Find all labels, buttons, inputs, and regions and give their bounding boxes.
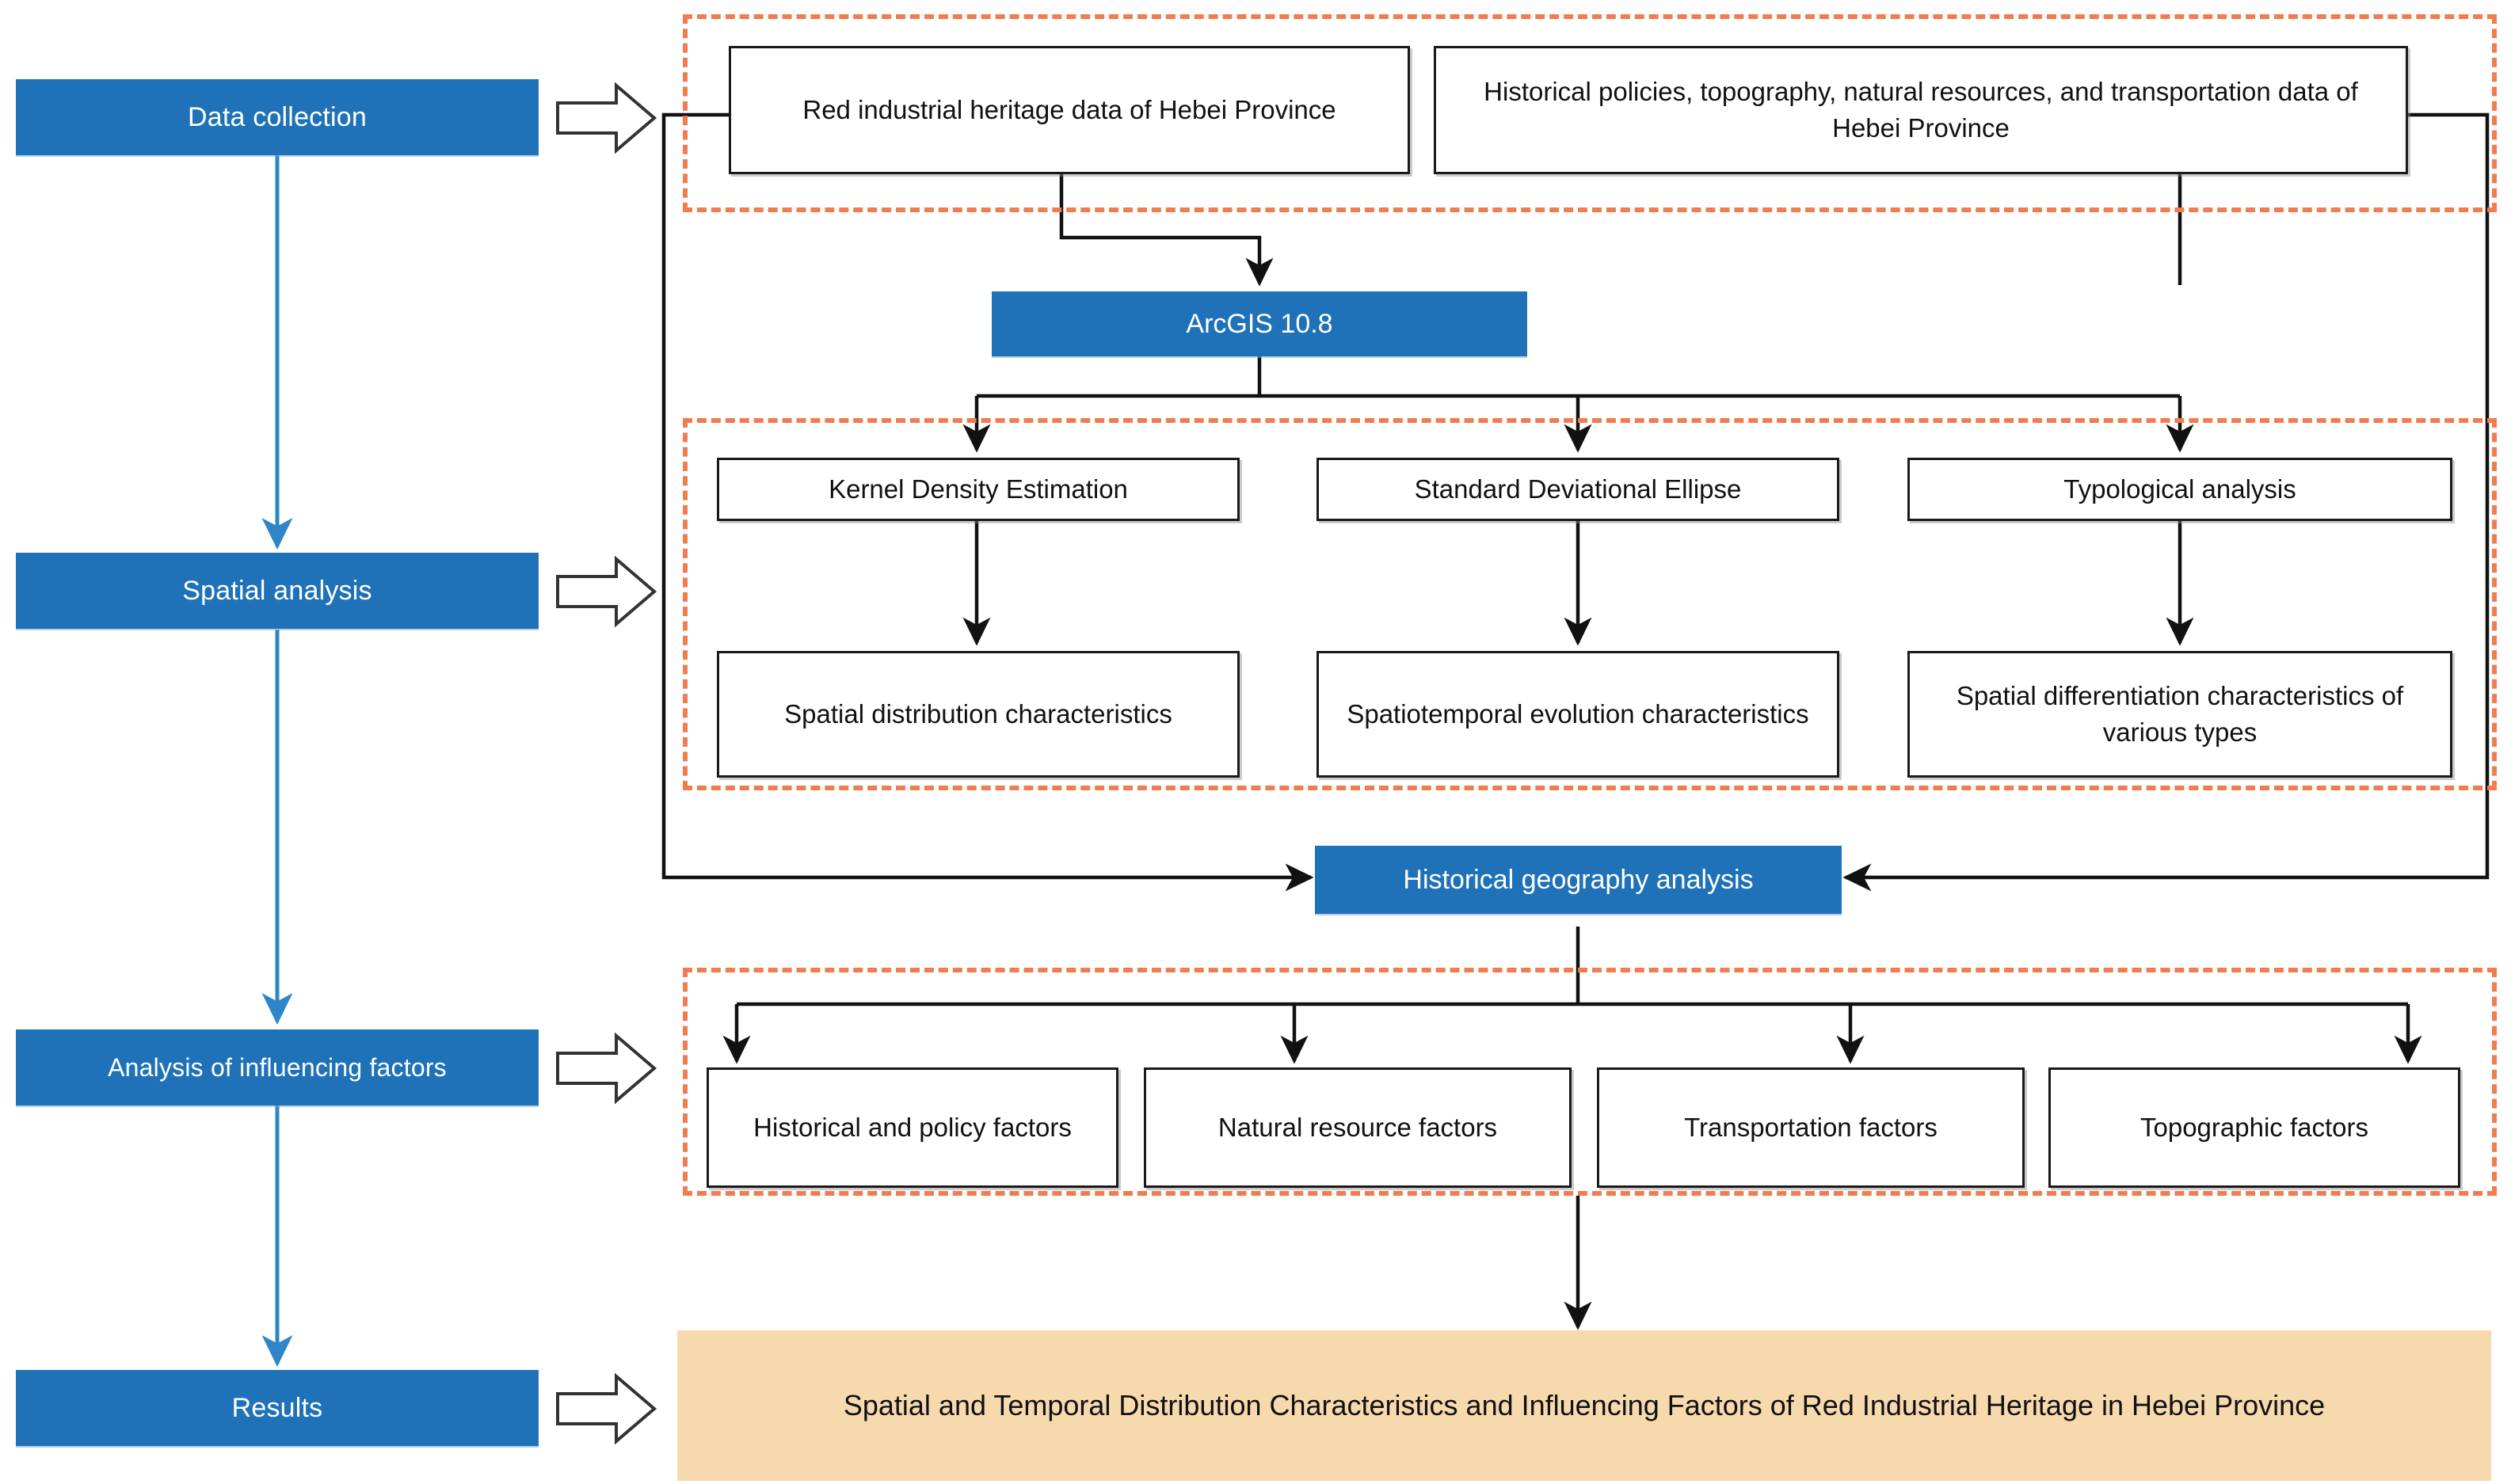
node-historical-geography-analysis[interactable]: Historical geography analysis [1315, 846, 1842, 914]
stage-label-results: Results [231, 1392, 323, 1423]
node-topographic-factors[interactable]: Topographic factors [2048, 1067, 2460, 1188]
stage-label-spatial-analysis: Spatial analysis [182, 575, 372, 606]
node-kernel-density-estimation[interactable]: Kernel Density Estimation [717, 458, 1240, 521]
node-transportation-factors[interactable]: Transportation factors [1597, 1067, 2025, 1188]
node-label-topographic-factors: Topographic factors [2140, 1113, 2368, 1143]
node-label-typological-analysis: Typological analysis [2063, 474, 2296, 504]
node-spatial-differentiation[interactable]: Spatial differentiation characteristics … [1907, 651, 2452, 778]
result-banner[interactable]: Spatial and Temporal Distribution Charac… [677, 1330, 2491, 1481]
node-label-red-heritage-data: Red industrial heritage data of Hebei Pr… [802, 95, 1336, 125]
block-arrow-spatial-analysis [554, 554, 657, 629]
stage-bar-spatial-analysis[interactable]: Spatial analysis [16, 553, 539, 629]
node-label-standard-deviational-ellipse: Standard Deviational Ellipse [1414, 474, 1742, 504]
node-context-data[interactable]: Historical policies, topography, natural… [1434, 46, 2408, 174]
node-label-transportation-factors: Transportation factors [1684, 1113, 1938, 1143]
node-historical-policy-factors[interactable]: Historical and policy factors [707, 1067, 1118, 1188]
node-label-kernel-density-estimation: Kernel Density Estimation [829, 474, 1128, 504]
node-spatiotemporal-evolution[interactable]: Spatiotemporal evolution characteristics [1316, 651, 1839, 778]
stage-bar-data-collection[interactable]: Data collection [16, 79, 539, 155]
node-label-historical-policy-factors: Historical and policy factors [753, 1113, 1072, 1143]
node-standard-deviational-ellipse[interactable]: Standard Deviational Ellipse [1316, 458, 1839, 521]
stage-label-data-collection: Data collection [187, 101, 367, 132]
block-arrow-influencing-factors [554, 1031, 657, 1105]
result-banner-label: Spatial and Temporal Distribution Charac… [843, 1389, 2326, 1422]
node-label-context-data: Historical policies, topography, natural… [1484, 77, 2358, 143]
block-arrow-results [554, 1372, 657, 1446]
node-label-spatiotemporal-evolution: Spatiotemporal evolution characteristics [1347, 699, 1809, 729]
node-label-natural-resource-factors: Natural resource factors [1217, 1113, 1498, 1143]
stage-bar-influencing-factors[interactable]: Analysis of influencing factors [16, 1029, 539, 1105]
node-label-spatial-differentiation: Spatial differentiation characteristics … [1956, 681, 2404, 747]
stage-bar-results[interactable]: Results [16, 1370, 539, 1446]
dashed-frame-spatial-analysis [683, 418, 2497, 790]
dashed-frame-influencing-factors [683, 968, 2497, 1196]
node-spatial-distribution[interactable]: Spatial distribution characteristics [717, 651, 1240, 778]
node-red-heritage-data[interactable]: Red industrial heritage data of Hebei Pr… [729, 46, 1410, 174]
node-label-historical-geography-analysis: Historical geography analysis [1403, 864, 1754, 895]
node-natural-resource-factors[interactable]: Natural resource factors [1144, 1067, 1572, 1188]
node-arcgis[interactable]: ArcGIS 10.8 [992, 291, 1527, 356]
node-label-spatial-distribution: Spatial distribution characteristics [784, 699, 1172, 729]
node-label-arcgis: ArcGIS 10.8 [1186, 308, 1333, 339]
stage-label-influencing-factors: Analysis of influencing factors [108, 1052, 447, 1082]
dashed-frame-data-collection [683, 14, 2497, 212]
node-typological-analysis[interactable]: Typological analysis [1907, 458, 2452, 521]
block-arrow-data-collection [554, 81, 657, 155]
